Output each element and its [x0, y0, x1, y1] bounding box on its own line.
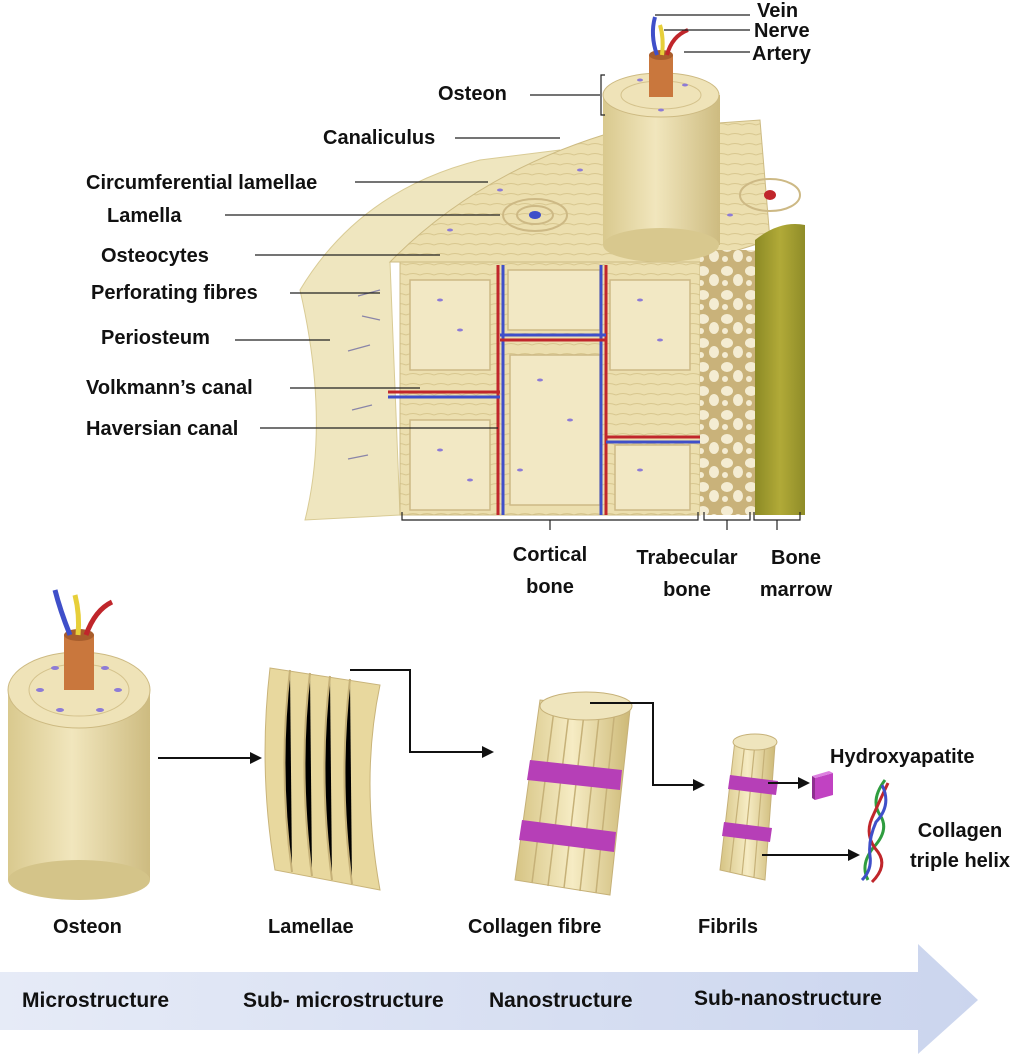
label-nerve: Nerve — [754, 20, 810, 42]
hierarchy-arrows — [158, 669, 848, 856]
level-sub-nanostructure: Sub-nanostructure — [694, 987, 882, 1010]
level-sub-microstructure: Sub- microstructure — [243, 989, 444, 1012]
label-lamella: Lamella — [107, 205, 182, 227]
region-trabecular-line1: Trabecular — [636, 547, 738, 569]
label-circumferential-lamellae: Circumferential lamellae — [86, 172, 318, 194]
region-trabecular-line2: bone — [663, 579, 711, 601]
label-volkmanns-canal: Volkmann’s canal — [86, 377, 253, 399]
level-microstructure: Microstructure — [22, 989, 170, 1012]
region-marrow-line1: Bone — [771, 547, 821, 569]
hydroxyapatite-crystal — [812, 771, 833, 800]
triple-helix — [860, 779, 890, 884]
label-osteocytes: Osteocytes — [101, 245, 209, 267]
label-artery: Artery — [752, 43, 811, 65]
leader-lines — [225, 14, 801, 530]
arrowheads — [250, 746, 860, 861]
bone-section-illustration — [299, 16, 805, 521]
label-collagen-line1: Collagen — [917, 820, 1003, 842]
level-nanostructure: Nanostructure — [489, 989, 633, 1012]
osteon-model — [7, 589, 151, 900]
label-collagen-line2: triple helix — [909, 850, 1011, 872]
label-haversian-canal: Haversian canal — [86, 418, 239, 440]
fibrils-model — [719, 733, 778, 881]
label-vein: Vein — [757, 0, 799, 22]
label-osteon-top: Osteon — [438, 83, 507, 105]
label-perforating-fibres: Perforating fibres — [91, 282, 258, 304]
label-canaliculus: Canaliculus — [323, 127, 436, 149]
label-collagen-triple-helix: Collagen triple helix — [900, 820, 1020, 872]
label-lamellae: Lamellae — [268, 916, 354, 938]
region-cortical: Cortical bone — [492, 544, 608, 598]
label-collagen-fibre: Collagen fibre — [468, 916, 602, 938]
region-trabecular: Trabecular bone — [622, 547, 752, 601]
lamellae-model — [264, 667, 381, 891]
scale-arrow — [0, 944, 978, 1054]
region-cortical-line1: Cortical — [512, 544, 588, 566]
label-hydroxyapatite: Hydroxyapatite — [830, 746, 975, 768]
region-marrow-line2: marrow — [759, 579, 833, 601]
region-marrow: Bone marrow — [746, 547, 846, 601]
label-fibrils: Fibrils — [698, 916, 759, 938]
label-osteon: Osteon — [53, 916, 122, 938]
label-periosteum: Periosteum — [101, 327, 210, 349]
region-cortical-line2: bone — [526, 576, 574, 598]
collagen-fibre-model — [514, 691, 633, 896]
